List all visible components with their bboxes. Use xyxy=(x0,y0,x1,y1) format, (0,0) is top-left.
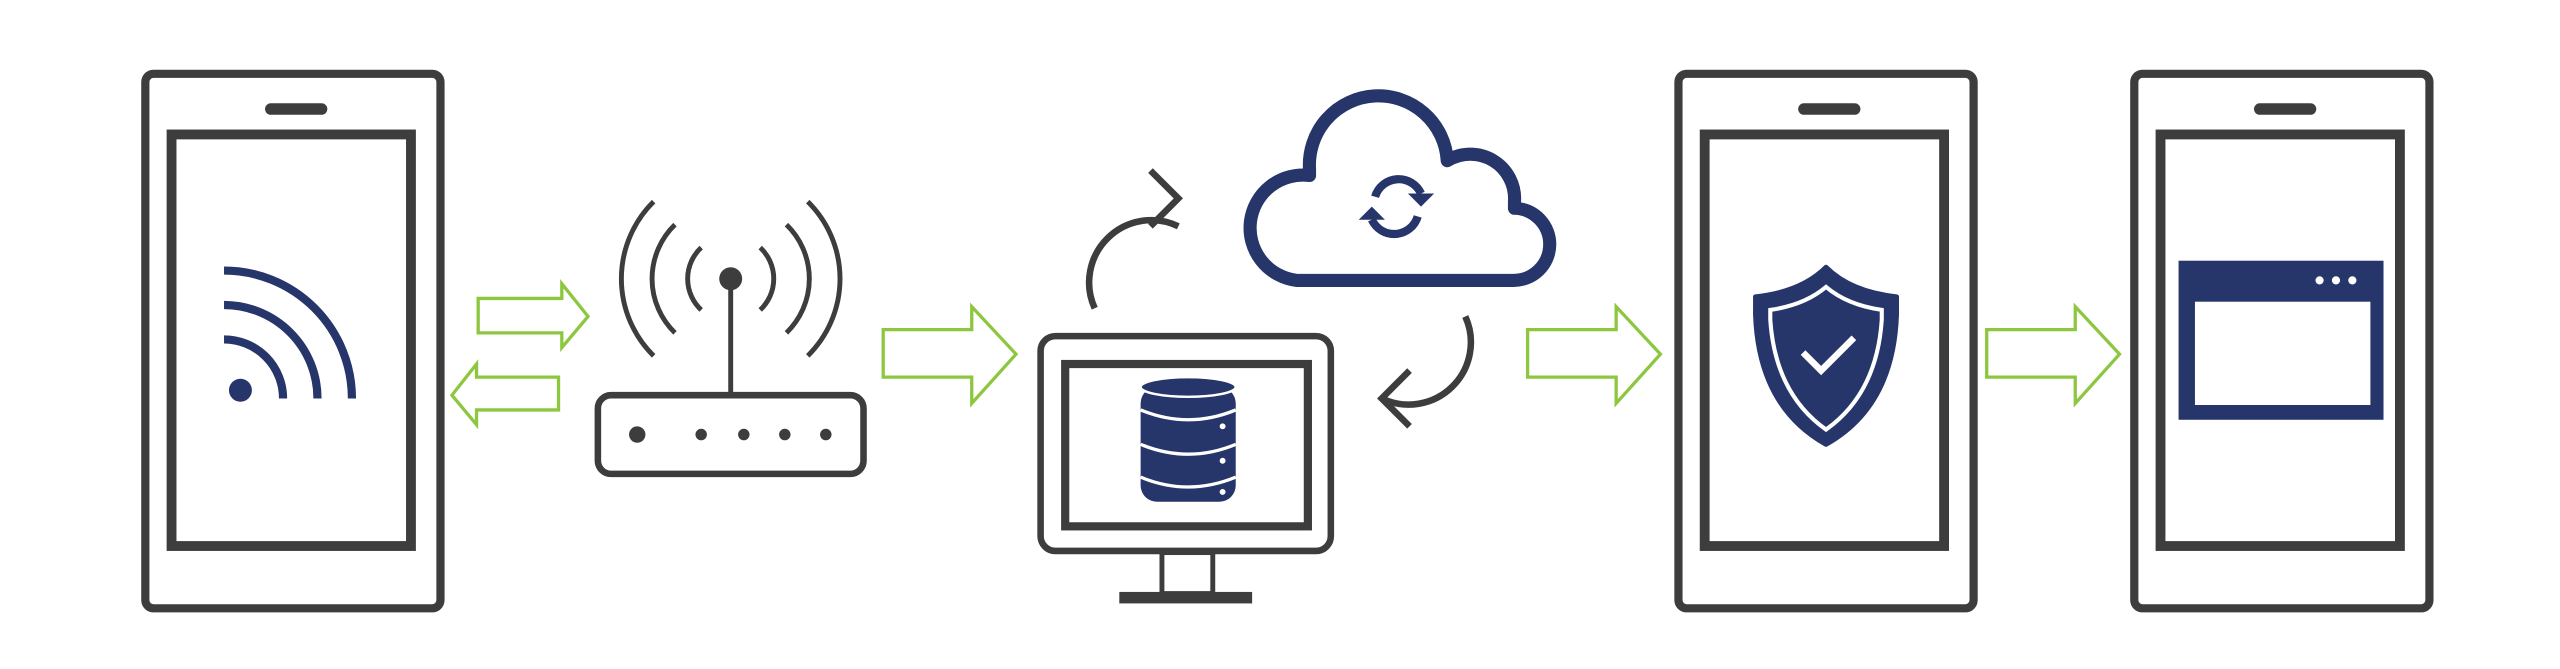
sync-arrow-to-server xyxy=(1377,315,1475,429)
wifi-icon xyxy=(223,266,357,402)
shield-check-icon xyxy=(1753,264,1899,447)
phone-app xyxy=(2134,74,2429,609)
database-icon xyxy=(1139,375,1237,502)
server-monitor xyxy=(1037,332,1335,604)
arrow-phone-to-router xyxy=(476,278,591,353)
arrow-router-to-server xyxy=(881,302,1019,408)
sync-arrow-to-cloud xyxy=(1085,168,1183,310)
cloud-sync-icon xyxy=(1243,89,1557,287)
app-window-icon xyxy=(2178,260,2384,420)
arrow-security-to-app xyxy=(1985,302,2122,408)
phone-wifi xyxy=(145,74,440,609)
arrow-server-to-phone xyxy=(1525,302,1663,408)
router-icon xyxy=(594,199,867,478)
arrow-router-to-phone xyxy=(449,359,561,430)
phone-security xyxy=(1678,74,1973,609)
